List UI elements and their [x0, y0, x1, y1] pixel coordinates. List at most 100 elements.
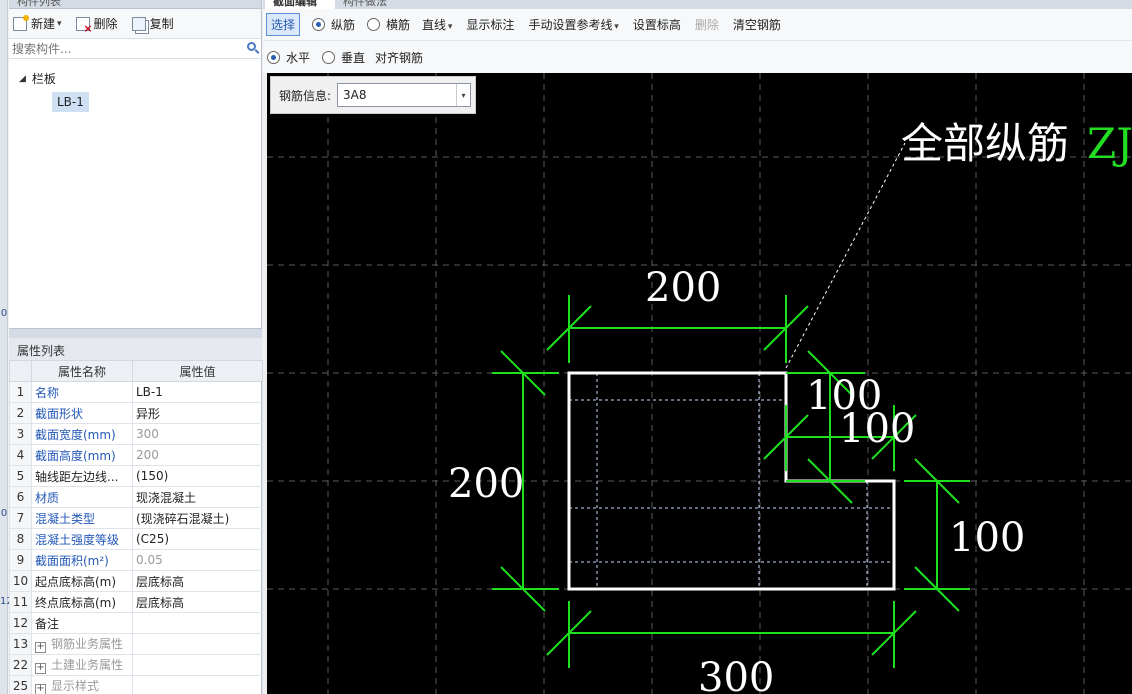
property-name-text: 截面形状 — [35, 406, 84, 421]
property-value[interactable] — [132, 675, 263, 694]
property-value[interactable]: 层底标高 — [132, 591, 263, 613]
tree-root-label: 栏板 — [31, 72, 56, 86]
radio-dot-icon — [322, 50, 336, 64]
dim-right-label: 100 — [949, 515, 1025, 561]
search-icon[interactable] — [247, 42, 256, 51]
align-rebar-button[interactable]: 对齐钢筋 — [375, 50, 424, 65]
component-list-panel: 构件列表 新建 ▾ 删除 复制 ◢ 栏板 — [9, 0, 263, 694]
row-number: 4 — [9, 444, 32, 466]
property-name: 混凝土类型 — [31, 507, 133, 529]
chevron-down-icon: ▾ — [447, 22, 453, 32]
manual-ref-dropdown[interactable]: 手动设置参考线 ▾ — [528, 16, 618, 33]
search-row — [9, 39, 261, 59]
property-row[interactable]: 25+显示样式 — [9, 675, 263, 694]
line-dropdown[interactable]: 直线 ▾ — [422, 16, 452, 33]
expand-plus-icon[interactable]: + — [35, 683, 46, 694]
property-row[interactable]: 22+土建业务属性 — [9, 654, 263, 676]
search-input[interactable] — [9, 39, 261, 58]
property-list-header: 属性列表 — [9, 328, 262, 360]
property-name-text: 截面高度(mm) — [35, 448, 116, 463]
dim-notch-w-label: 100 — [806, 373, 882, 419]
property-value[interactable]: (C25) — [132, 528, 263, 550]
row-number: 3 — [9, 423, 32, 445]
clear-rebar-button[interactable]: 清空钢筋 — [732, 18, 781, 32]
property-value[interactable]: 层底标高 — [132, 570, 263, 592]
radio-transverse-label: 横筋 — [386, 18, 411, 32]
property-value[interactable]: 200 — [132, 444, 263, 466]
radio-transverse[interactable]: 横筋 — [367, 16, 410, 33]
radio-dot-icon — [267, 50, 280, 64]
property-name: 截面宽度(mm) — [31, 423, 133, 445]
property-value[interactable] — [132, 654, 263, 676]
rebar-info-box: 钢筋信息: 3A8 ▾ — [270, 76, 476, 114]
property-value[interactable]: LB-1 — [132, 381, 263, 403]
component-toolbar: 新建 ▾ 删除 复制 — [9, 9, 261, 39]
rebar-info-combo[interactable]: 3A8 ▾ — [337, 83, 472, 107]
row-number: 10 — [9, 570, 32, 592]
expand-plus-icon[interactable]: + — [35, 641, 46, 653]
set-elevation-button[interactable]: 设置标高 — [632, 18, 681, 32]
property-value[interactable]: 异形 — [132, 402, 263, 424]
line-label: 直线 — [422, 18, 447, 32]
radio-horizontal[interactable]: 水平 — [267, 49, 310, 66]
expand-plus-icon[interactable]: + — [35, 662, 46, 674]
copy-button[interactable]: 复制 — [131, 15, 174, 32]
property-name-text: 截面宽度(mm) — [35, 427, 116, 442]
property-value[interactable]: (150) — [132, 465, 263, 487]
property-value[interactable] — [132, 612, 263, 634]
tab-section-edit[interactable]: 截面编辑 — [265, 0, 335, 9]
property-value[interactable]: 0.05 — [132, 549, 263, 571]
chevron-down-icon[interactable]: ▾ — [57, 18, 62, 29]
tree-node-root[interactable]: ◢ 栏板 — [19, 70, 56, 87]
delete-button[interactable]: 删除 — [75, 15, 118, 35]
row-number: 11 — [9, 591, 32, 613]
radio-vertical[interactable]: 垂直 — [322, 49, 365, 66]
rebar-info-value: 3A8 — [343, 88, 367, 102]
property-name-text: 钢筋业务属性 — [51, 637, 124, 651]
radio-longitudinal-label: 纵筋 — [331, 18, 356, 32]
tree-node-lb1[interactable]: LB-1 — [52, 92, 89, 112]
radio-longitudinal[interactable]: 纵筋 — [312, 16, 355, 33]
component-list-title: 构件列表 — [17, 0, 61, 8]
property-value[interactable]: 300 — [132, 423, 263, 445]
select-button[interactable]: 选择 — [266, 13, 301, 36]
property-row[interactable]: 13+ 钢筋业务属性 — [9, 633, 263, 655]
dim-top-label: 200 — [645, 265, 721, 311]
section-toolbar: 选择 纵筋 横筋 直线 ▾ 显示标注 手动设置参考线 ▾ 设置标高 删除 清空钢… — [263, 9, 1132, 41]
radio-vertical-label: 垂直 — [341, 50, 366, 65]
property-name: 终点底标高(m) — [31, 591, 133, 613]
property-name: 名称 — [31, 381, 133, 403]
property-name-text: 终点底标高(m) — [35, 595, 117, 610]
property-name-text: 混凝土强度等级 — [35, 532, 120, 547]
row-number: 5 — [9, 465, 32, 487]
show-mark-button[interactable]: 显示标注 — [466, 18, 515, 32]
chevron-down-icon[interactable]: ▾ — [456, 84, 470, 106]
property-value[interactable]: 现浇混凝土 — [132, 486, 263, 508]
delete-label: 删除 — [93, 17, 118, 31]
property-name-text: 显示样式 — [51, 679, 100, 693]
tab-component-method[interactable]: 构件做法 — [343, 0, 387, 8]
property-value[interactable] — [132, 633, 263, 655]
row-number: 13 — [9, 633, 32, 655]
radio-dot-icon — [312, 18, 326, 31]
property-value[interactable]: (现浇碎石混凝土) — [132, 507, 263, 529]
new-button[interactable]: 新建 ▾ — [13, 14, 62, 32]
property-name: +土建业务属性 — [31, 654, 133, 676]
expand-triangle-icon[interactable]: ◢ — [19, 73, 26, 84]
header-name: 属性名称 — [31, 360, 133, 382]
delete-rebar-button[interactable]: 删除 — [694, 18, 719, 32]
property-name-text: 材质 — [35, 490, 60, 505]
